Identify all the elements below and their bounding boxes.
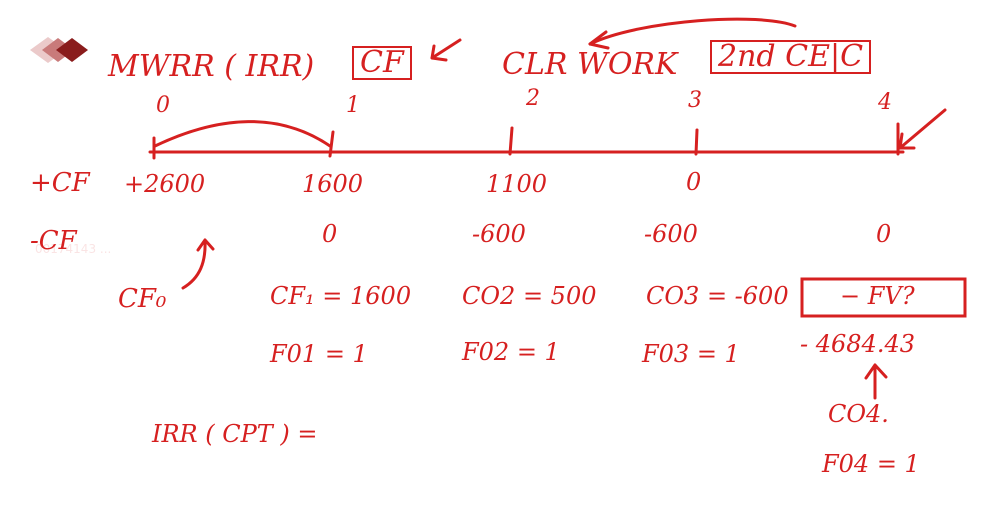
co2-note: CO2 = 500 [462, 282, 597, 310]
cf-key-label: CF [352, 46, 412, 80]
neg-cf-value: 0 [876, 220, 892, 248]
period-4-arrow-icon [898, 108, 947, 150]
clr-work-label: CLR WORK [502, 47, 678, 82]
period-label: 0 [156, 93, 170, 118]
pos-cf-value: 1100 [486, 170, 548, 198]
neg-cf-value: -600 [644, 220, 698, 248]
clr-work-arrow [588, 17, 797, 46]
f01-note: F01 = 1 [270, 340, 368, 368]
mwrr-title: MWRR ( IRR) [108, 49, 315, 84]
period-arc [153, 120, 332, 148]
pos-cf-value: 0 [686, 168, 702, 196]
period-label: 4 [878, 90, 892, 115]
cf0-note: CF₀ [118, 284, 167, 314]
pos-cf-value: 1600 [302, 170, 364, 198]
f03-note: F03 = 1 [642, 340, 740, 368]
co4-note: CO4. [828, 400, 889, 428]
neg-cf-label: -CF [30, 226, 77, 256]
watermark-text: 00174143 ... [35, 242, 112, 256]
irr-cpt-note: IRR ( CPT ) = [152, 420, 318, 448]
period-label: 2 [526, 86, 540, 111]
period-label: 1 [346, 93, 360, 118]
cf0-arrow-icon [181, 238, 215, 290]
second-clr-label: 2nd CE|C [710, 40, 872, 74]
fv-value-note: - 4684.43 [800, 330, 915, 358]
pos-cf-value: +2600 [124, 170, 206, 198]
fv-note: − FV? [840, 282, 915, 310]
f04-note: F04 = 1 [822, 450, 920, 478]
f02-note: F02 = 1 [462, 338, 560, 366]
fv-box [800, 277, 967, 318]
logo-diamonds-icon [30, 37, 88, 63]
pos-cf-label: +CF [30, 168, 90, 198]
co4-arrow-icon [864, 363, 888, 400]
cf-arrow-icon [430, 38, 462, 62]
neg-cf-value: 0 [322, 220, 338, 248]
neg-cf-value: -600 [472, 220, 526, 248]
co3-note: CO3 = -600 [646, 282, 789, 310]
period-label: 3 [688, 88, 702, 113]
cf1-note: CF₁ = 1600 [270, 282, 412, 310]
